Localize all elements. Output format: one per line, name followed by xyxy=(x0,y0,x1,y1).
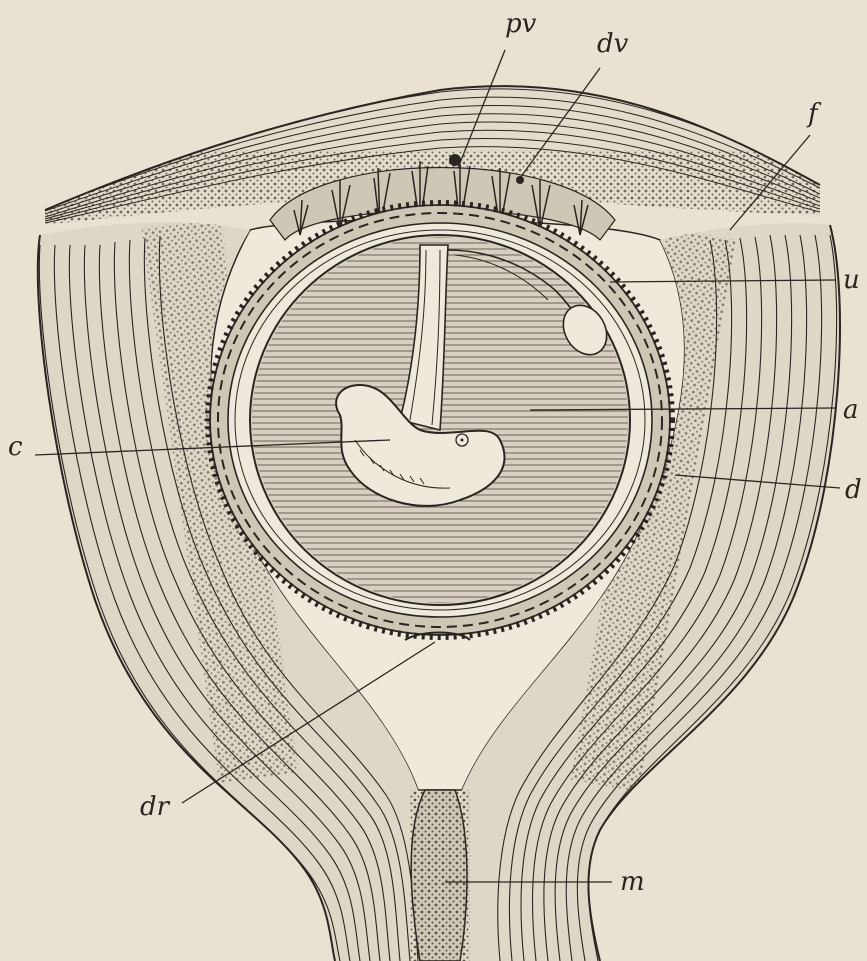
label-d: d xyxy=(845,475,862,505)
label-dr: dr xyxy=(140,792,171,822)
label-u: u xyxy=(843,265,860,295)
label-c: c xyxy=(8,432,23,462)
label-m: m xyxy=(620,867,645,897)
label-a: a xyxy=(843,395,859,425)
label-pv: pv xyxy=(505,9,537,39)
mucous-plug xyxy=(410,790,470,961)
label-dv: dv xyxy=(597,29,629,59)
